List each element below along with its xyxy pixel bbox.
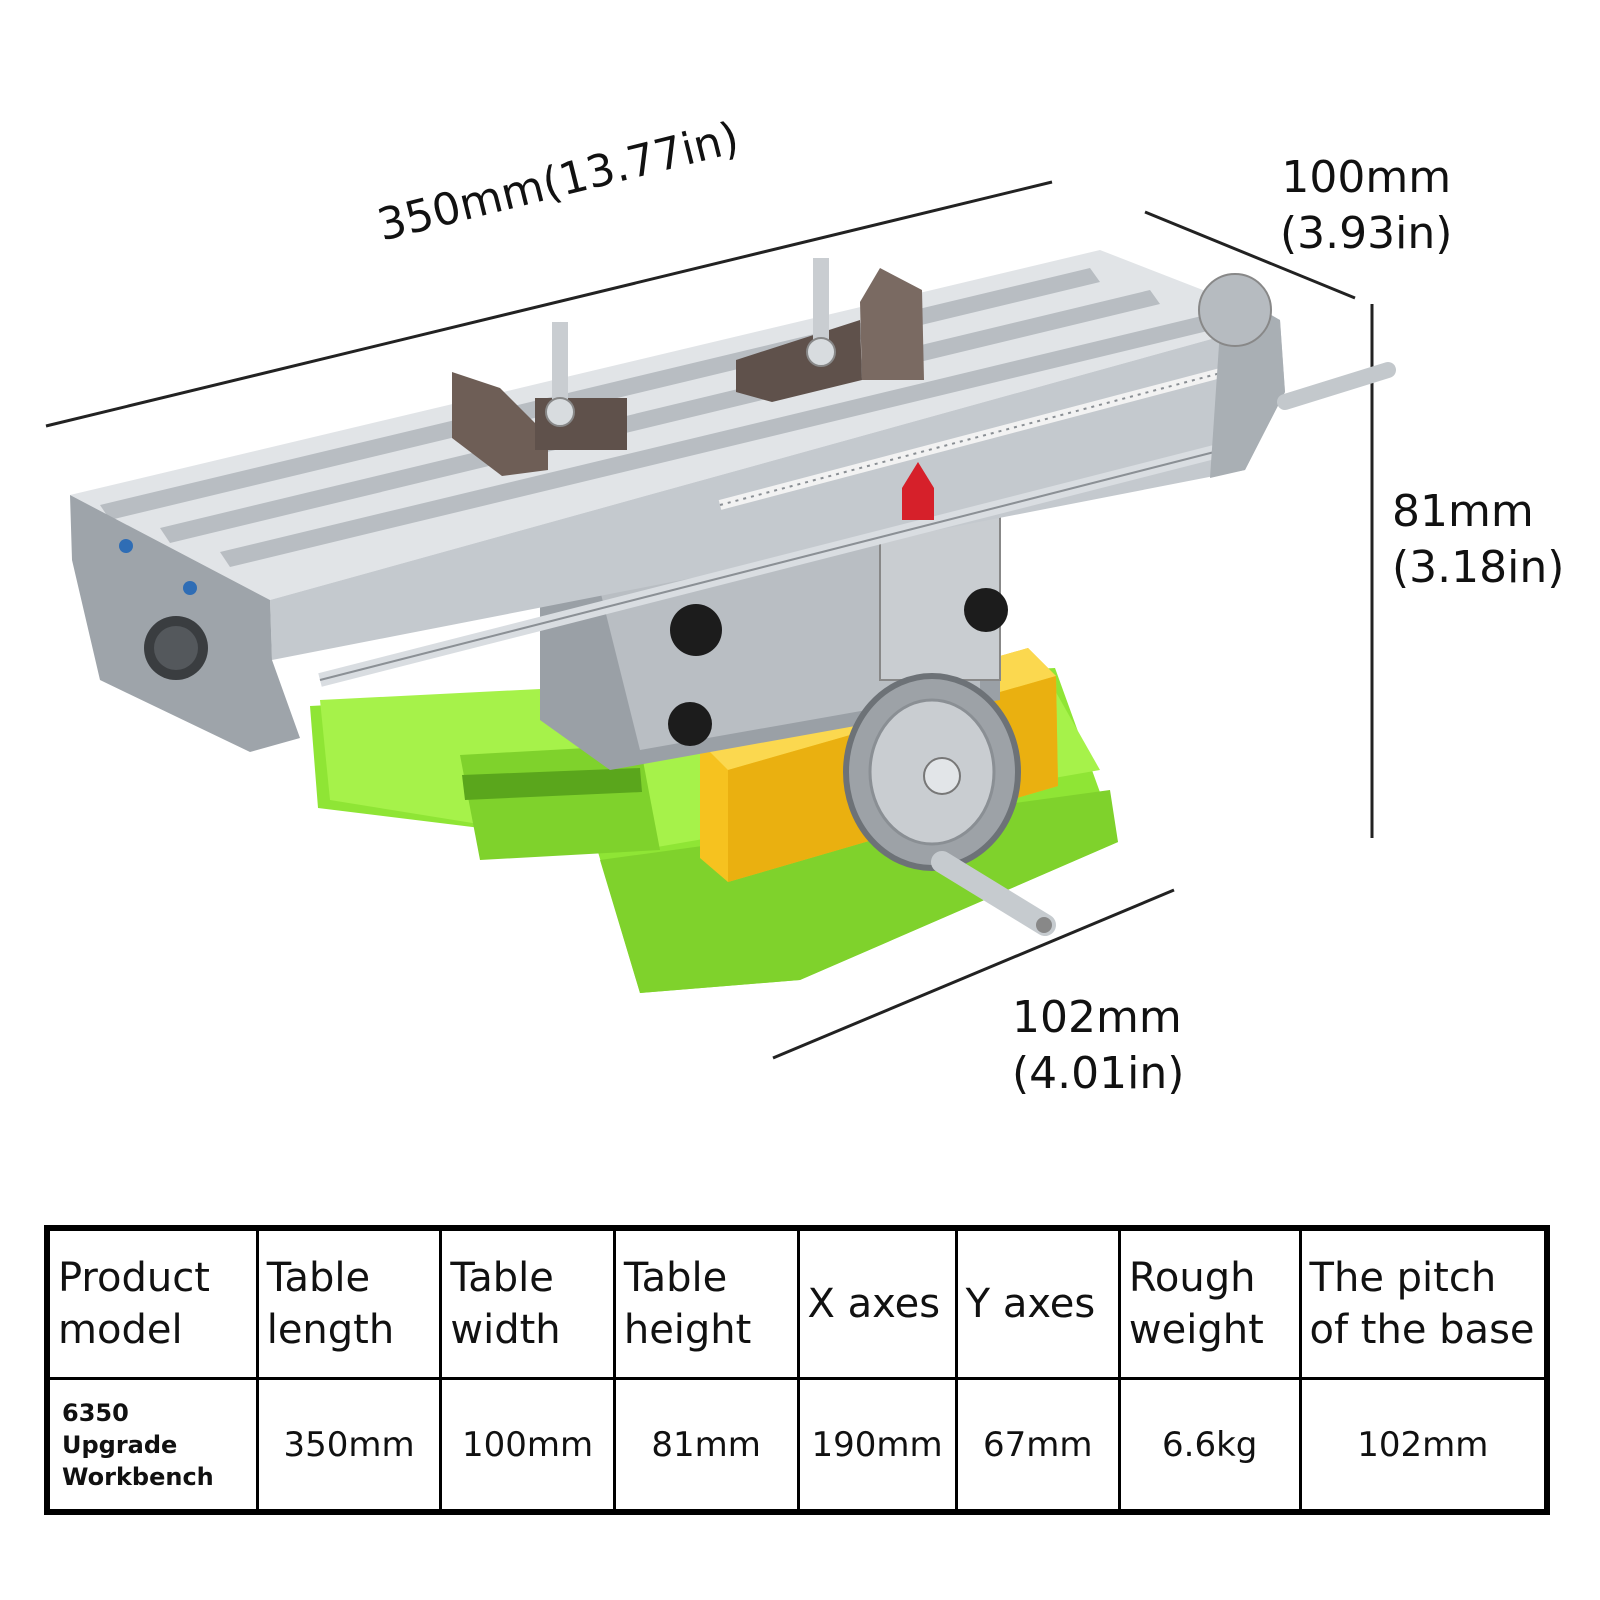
height-imperial: (3.18in) [1392, 542, 1565, 593]
base-imperial: (4.01in) [1012, 1048, 1185, 1099]
aluminium-table [70, 250, 1396, 752]
hand-wheel [843, 673, 1056, 936]
header-table-length: Table length [255, 1226, 443, 1380]
cell-table-length: 350mm [255, 1377, 443, 1514]
base-metric: 102mm [1012, 992, 1182, 1043]
header-y-axes: Y axes [954, 1226, 1121, 1380]
header-rough-weight: Rough weight [1117, 1226, 1302, 1380]
table-header-row: Product model Table length Table width T… [45, 1226, 1549, 1380]
header-product-model: Product model [45, 1226, 259, 1380]
width-metric: 100mm [1281, 152, 1452, 203]
width-imperial: (3.93in) [1280, 208, 1453, 259]
base-dimension-line [772, 888, 1175, 1060]
header-table-height: Table height [612, 1226, 800, 1380]
cell-product-model: 6350 Upgrade Workbench [45, 1377, 259, 1514]
header-table-width: Table width [439, 1226, 616, 1380]
cross-slide-table-illustration [45, 180, 1396, 1060]
cell-rough-weight: 6.6kg [1117, 1377, 1302, 1514]
width-dimension-line [1144, 210, 1356, 300]
cell-base-pitch: 102mm [1298, 1377, 1549, 1514]
header-base-pitch: The pitch of the base [1298, 1226, 1549, 1380]
height-dimension-label: 81mm (3.18in) [1392, 484, 1564, 596]
table-row: 6350 Upgrade Workbench 350mm 100mm 81mm … [45, 1377, 1549, 1514]
header-x-axes: X axes [796, 1226, 958, 1380]
length-dimension-line [45, 180, 1053, 428]
cell-y-axes: 67mm [954, 1377, 1121, 1514]
red-pointer [902, 462, 934, 520]
cell-table-width: 100mm [439, 1377, 616, 1514]
spec-table: Product model Table length Table width T… [44, 1225, 1550, 1515]
height-metric: 81mm [1392, 486, 1534, 537]
cell-table-height: 81mm [612, 1377, 800, 1514]
cell-x-axes: 190mm [796, 1377, 958, 1514]
clamp-jaws [452, 258, 924, 476]
base-dimension-label: 102mm (4.01in) [1012, 990, 1184, 1102]
width-dimension-label: 100mm (3.93in) [1280, 150, 1452, 262]
